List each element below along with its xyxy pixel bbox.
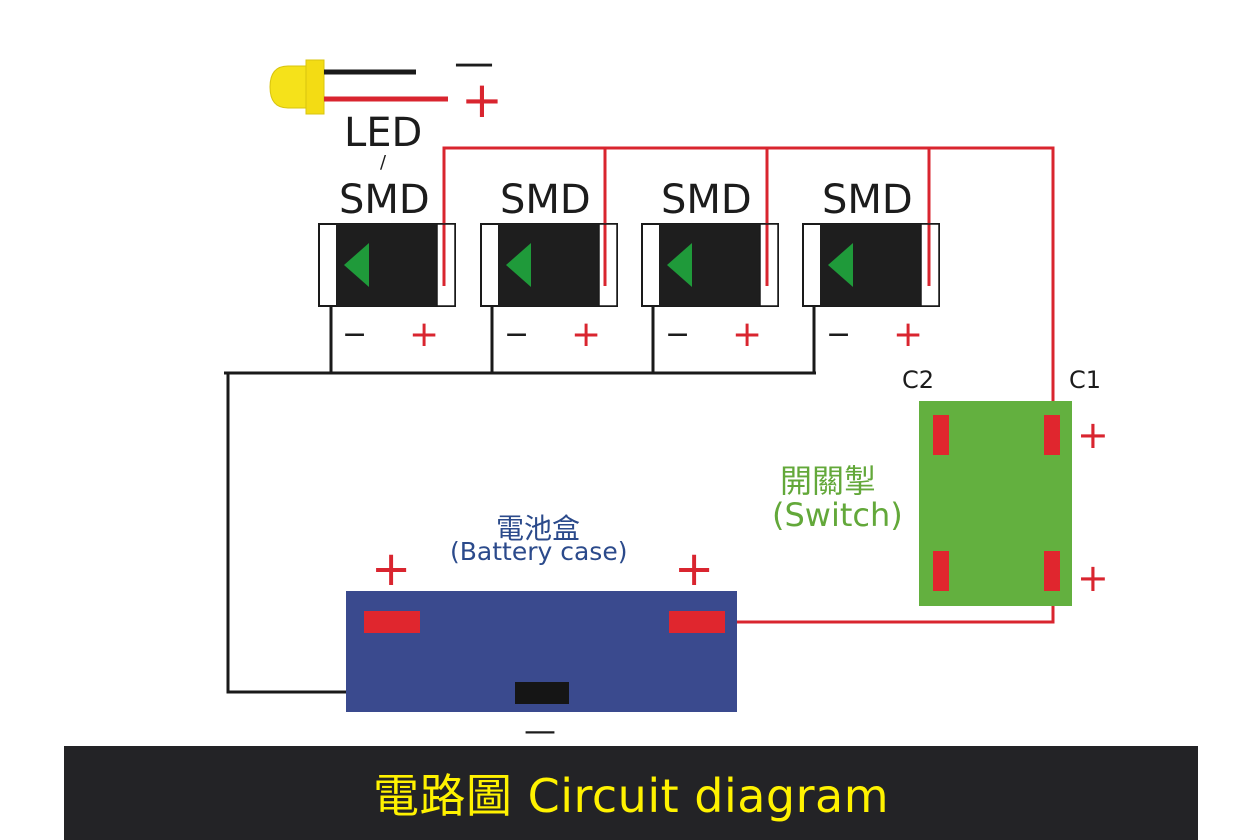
- led-label: LED: [344, 110, 422, 156]
- polarity-arrow-icon: [828, 243, 853, 287]
- chip-anode-leads: [442, 224, 931, 286]
- smd-chip-2: [480, 223, 618, 307]
- battery-minus: —: [524, 711, 556, 749]
- polarity-arrow-icon: [344, 243, 369, 287]
- polarity-arrow-icon: [506, 243, 531, 287]
- battery-plus-left: +: [371, 541, 411, 597]
- polarity-arrow-icon: [667, 243, 692, 287]
- led-plus-sign: +: [461, 71, 503, 129]
- battery-case: [346, 591, 737, 712]
- switch-pad-c2-top: [933, 415, 949, 455]
- switch-label-en: (Switch): [772, 496, 903, 534]
- smd-plus-sign: +: [409, 314, 439, 355]
- switch-pad-bottom-left: [933, 551, 949, 591]
- battery-negative-tab: [515, 682, 569, 704]
- battery-label-zh: 電池盒: [496, 512, 580, 545]
- chip-anode-strip-outlines: [436, 223, 940, 307]
- caption-band: [64, 746, 1198, 840]
- led-separator: /: [380, 152, 387, 173]
- smd-plus-sign: +: [732, 314, 762, 355]
- switch-pad-bottom-right: [1044, 551, 1060, 591]
- caption-text: 電路圖 Circuit diagram: [372, 769, 890, 823]
- smd-label: SMD: [339, 177, 430, 223]
- smd-minus-sign: −: [665, 317, 690, 352]
- led-bulb-icon: [269, 65, 307, 109]
- smd-label: SMD: [822, 177, 913, 223]
- switch-pin-c1: C1: [1069, 366, 1101, 394]
- switch-pad-c1-top: [1044, 415, 1060, 455]
- battery-pad-right: [669, 611, 725, 633]
- switch-plus-bottom: +: [1077, 556, 1109, 600]
- battery-pad-left: [364, 611, 420, 633]
- smd-minus-sign: −: [826, 317, 851, 352]
- smd-label: SMD: [661, 177, 752, 223]
- smd-minus-sign: −: [342, 317, 367, 352]
- led-component: [269, 59, 448, 115]
- switch-plus-top: +: [1077, 413, 1109, 457]
- smd-plus-sign: +: [893, 314, 923, 355]
- switch-pin-c2: C2: [902, 366, 934, 394]
- led-minus-sign: —: [454, 40, 494, 86]
- switch-label-zh: 開關掣: [780, 462, 876, 500]
- smd-chip-4: [802, 223, 940, 307]
- battery-plus-right: +: [674, 541, 714, 597]
- smd-minus-sign: −: [504, 317, 529, 352]
- battery-label-en: (Battery case): [450, 537, 627, 566]
- switch-component: [919, 401, 1072, 606]
- chip-anode-strips: [437, 224, 939, 306]
- led-rim: [305, 59, 325, 115]
- smd-chip-3: [641, 223, 779, 307]
- smd-chip-1: [318, 223, 456, 307]
- smd-label: SMD: [500, 177, 591, 223]
- smd-plus-sign: +: [571, 314, 601, 355]
